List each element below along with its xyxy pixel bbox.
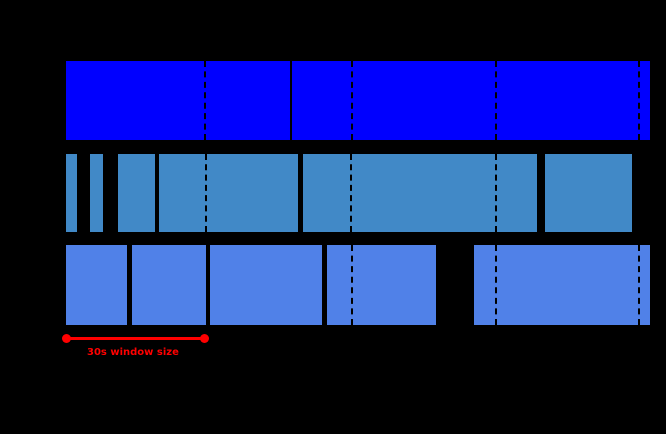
segment-bar[interactable] [474,245,650,325]
measure-cap-right-icon [200,334,209,343]
measure-cap-left-icon [62,334,71,343]
segment-bar[interactable] [327,245,436,325]
segment-bar[interactable] [132,245,206,325]
segment-bar[interactable] [545,154,632,232]
segment-bar[interactable] [66,154,77,232]
segment-bar[interactable] [118,154,155,232]
window-size-measure-line [66,337,204,340]
segment-bar[interactable] [303,154,537,232]
segment-bar[interactable] [210,245,322,325]
segment-bar[interactable] [66,61,290,140]
window-size-label: 30s window size [87,347,179,358]
segment-bar[interactable] [66,245,127,325]
segment-bar[interactable] [159,154,298,232]
segment-bar[interactable] [90,154,103,232]
